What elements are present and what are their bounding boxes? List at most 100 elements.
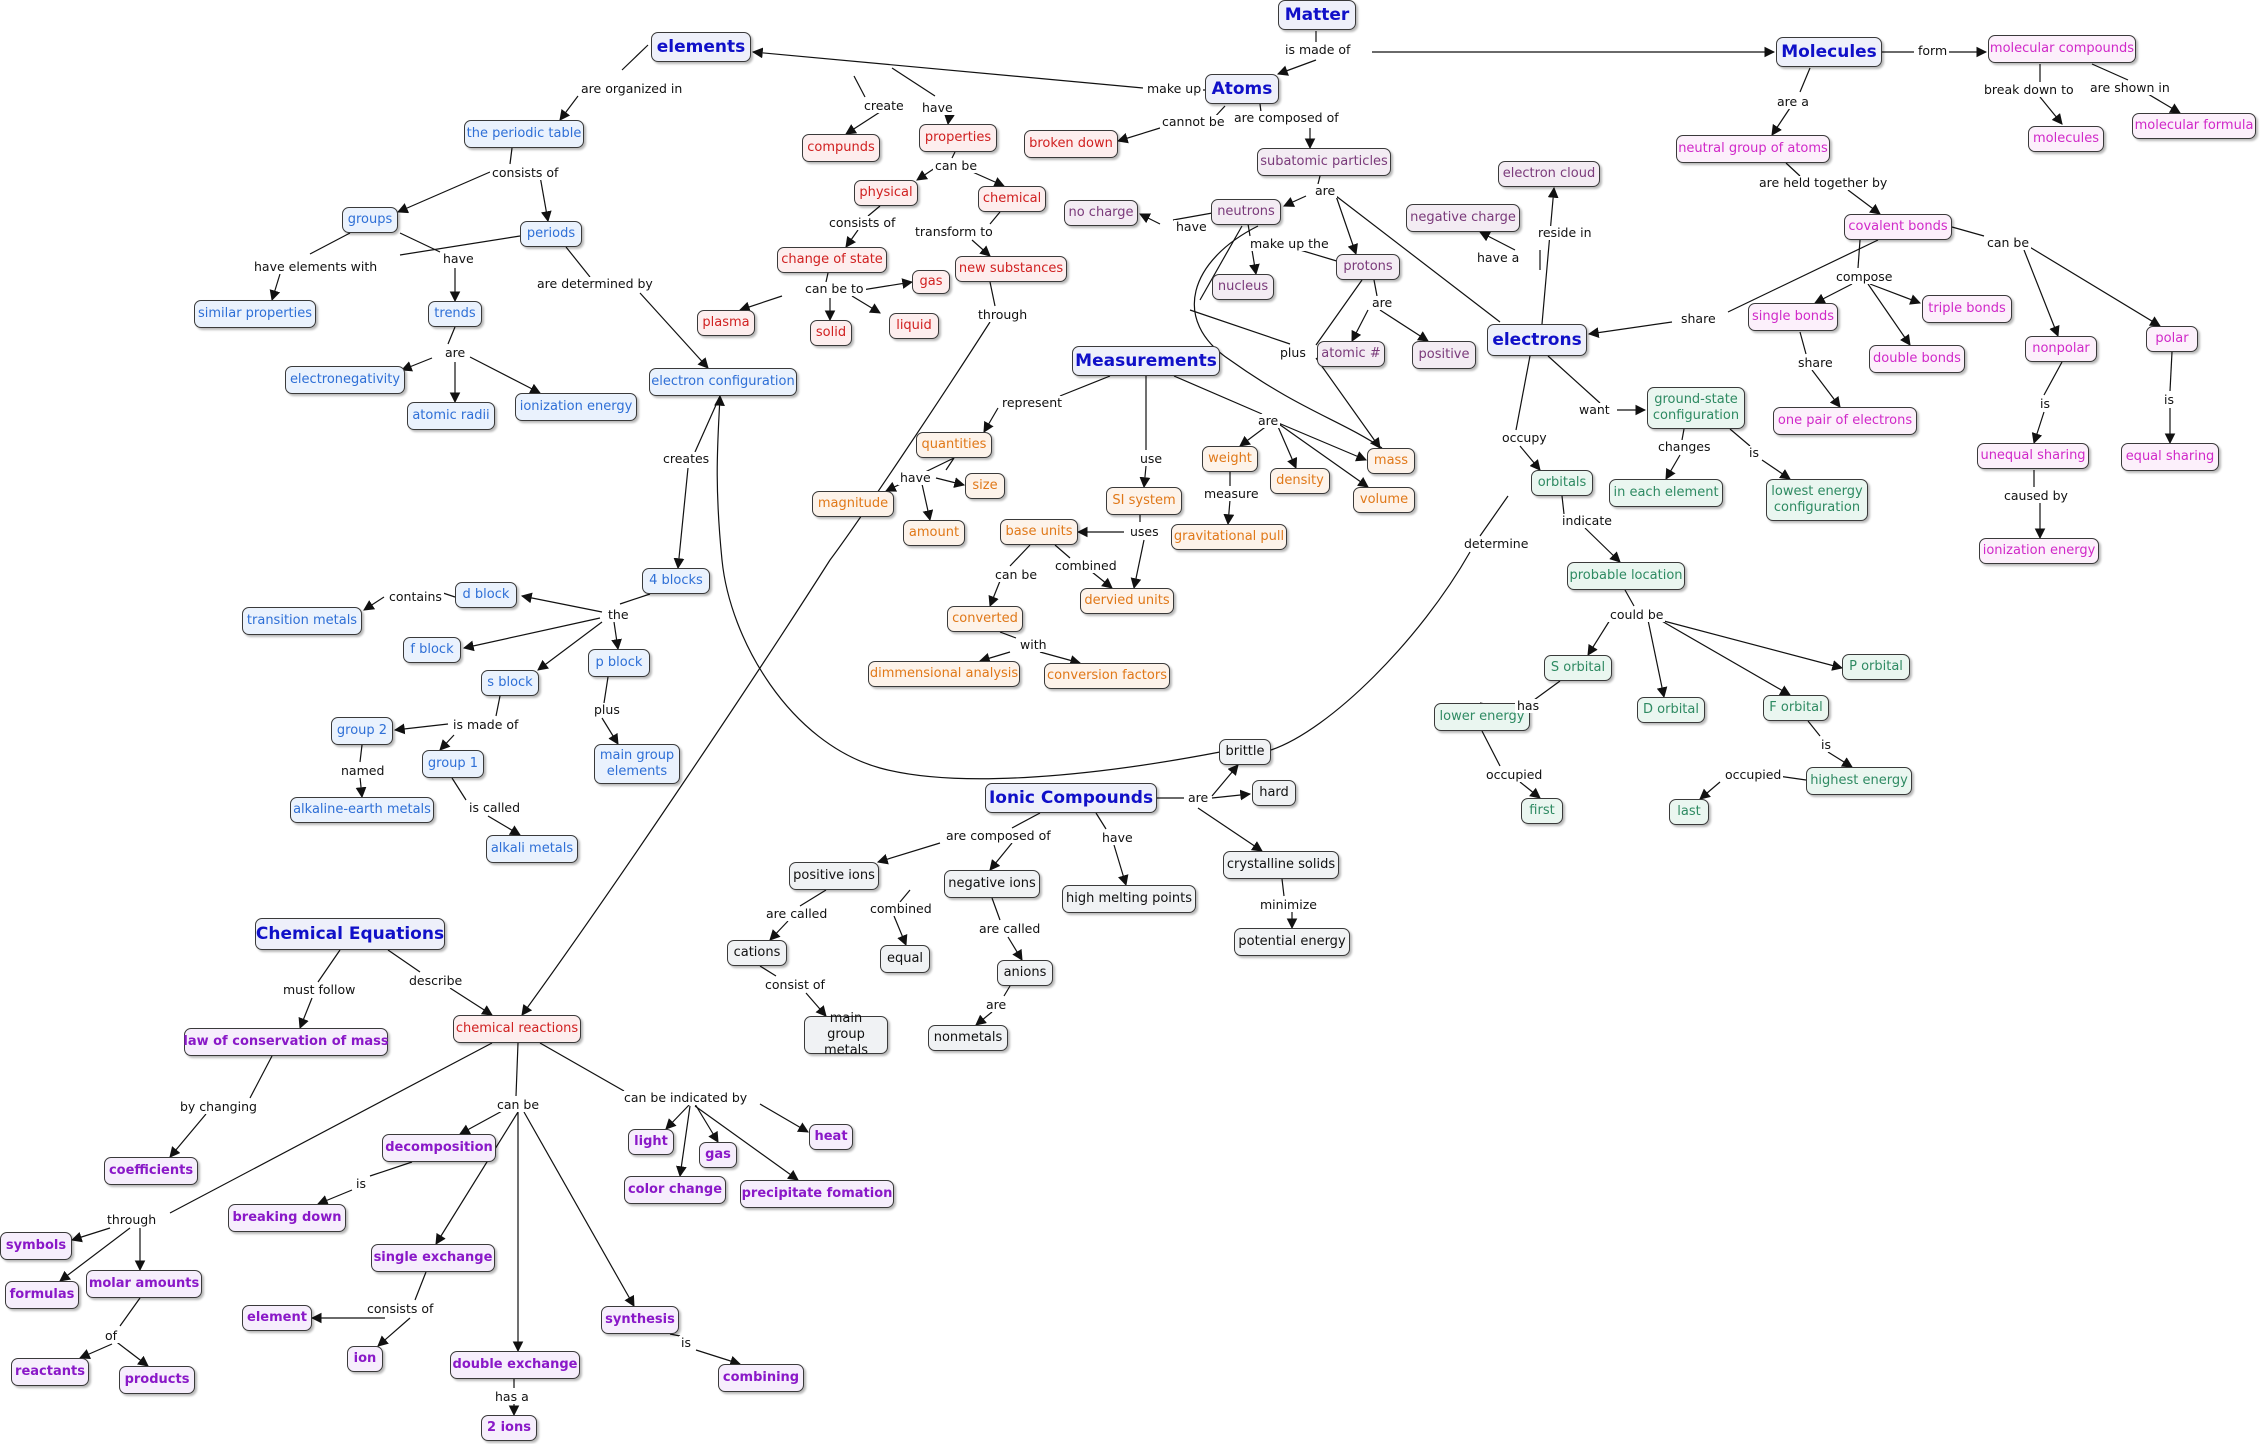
node-groups[interactable]: groups <box>342 207 398 233</box>
node-anions[interactable]: anions <box>997 960 1053 986</box>
node-base-units[interactable]: base units <box>1000 519 1078 545</box>
node-measurements[interactable]: Measurements <box>1072 346 1220 376</box>
node-neutrons[interactable]: neutrons <box>1211 199 1281 225</box>
node-one-pair[interactable]: one pair of electrons <box>1773 407 1917 435</box>
node-new-substances[interactable]: new substances <box>955 256 1067 282</box>
node-amount[interactable]: amount <box>903 520 965 546</box>
node-crystalline-solids[interactable]: crystalline solids <box>1223 851 1339 879</box>
node-combining[interactable]: combining <box>718 1364 804 1392</box>
node-in-each-element[interactable]: in each element <box>1609 479 1723 507</box>
node-main-group-elements[interactable]: main group elements <box>594 744 680 784</box>
node-plasma[interactable]: plasma <box>697 310 755 336</box>
node-equal-sharing[interactable]: equal sharing <box>2121 443 2219 471</box>
node-nonpolar[interactable]: nonpolar <box>2025 336 2097 362</box>
node-molecular-compounds[interactable]: molecular compounds <box>1988 35 2136 63</box>
node-size[interactable]: size <box>965 473 1005 499</box>
node-subatomic-particles[interactable]: subatomic particles <box>1257 148 1391 176</box>
node-p-orbital[interactable]: P orbital <box>1842 654 1910 680</box>
node-electron-cloud[interactable]: electron cloud <box>1498 161 1600 187</box>
node-si-system[interactable]: SI system <box>1106 487 1182 515</box>
node-light[interactable]: light <box>628 1129 674 1155</box>
node-molecules-small[interactable]: molecules <box>2028 126 2104 152</box>
node-element[interactable]: element <box>242 1305 312 1331</box>
node-chemical-reactions[interactable]: chemical reactions <box>453 1015 581 1043</box>
node-magnitude[interactable]: magnitude <box>812 491 894 517</box>
node-ground-state-configuration[interactable]: ground-state configuration <box>1647 387 1745 429</box>
node-f-block[interactable]: f block <box>403 637 461 663</box>
node-cations[interactable]: cations <box>727 940 787 966</box>
node-positive[interactable]: positive <box>1412 341 1476 369</box>
node-breaking-down[interactable]: breaking down <box>228 1204 346 1232</box>
node-derived-units[interactable]: dervied units <box>1080 588 1174 614</box>
node-converted[interactable]: converted <box>947 606 1023 632</box>
node-synthesis[interactable]: synthesis <box>601 1306 679 1334</box>
node-single-bonds[interactable]: single bonds <box>1748 303 1838 331</box>
node-d-orbital[interactable]: D orbital <box>1637 697 1705 723</box>
node-probable-location[interactable]: probable location <box>1567 562 1685 590</box>
node-electronegativity[interactable]: electronegativity <box>285 366 405 394</box>
node-s-block[interactable]: s block <box>481 670 539 696</box>
node-negative-ions[interactable]: negative ions <box>944 870 1040 898</box>
node-neutral-group[interactable]: neutral group of atoms <box>1676 135 1830 163</box>
node-elements[interactable]: elements <box>651 32 751 62</box>
node-law-of-conservation[interactable]: law of conservation of mass <box>183 1028 389 1056</box>
node-broken-down[interactable]: broken down <box>1024 130 1118 158</box>
node-reactants[interactable]: reactants <box>11 1358 89 1386</box>
node-properties[interactable]: properties <box>919 124 997 152</box>
node-positive-ions[interactable]: positive ions <box>789 862 879 890</box>
node-atomic-number[interactable]: atomic # <box>1317 341 1385 367</box>
node-products[interactable]: products <box>119 1366 195 1394</box>
node-decomposition[interactable]: decomposition <box>382 1134 496 1162</box>
node-potential-energy[interactable]: potential energy <box>1234 928 1350 956</box>
node-single-exchange[interactable]: single exchange <box>371 1244 495 1272</box>
node-density[interactable]: density <box>1270 468 1330 494</box>
node-equal[interactable]: equal <box>880 945 930 973</box>
node-high-melting-points[interactable]: high melting points <box>1062 885 1196 913</box>
node-atomic-radii[interactable]: atomic radii <box>407 402 495 430</box>
node-highest-energy[interactable]: highest energy <box>1806 767 1912 795</box>
node-electron-configuration[interactable]: electron configuration <box>649 368 797 396</box>
node-change-of-state[interactable]: change of state <box>777 247 887 273</box>
node-ionic-compounds[interactable]: Ionic Compounds <box>985 783 1157 813</box>
node-ionization-energy-mol[interactable]: ionization energy <box>1979 538 2099 564</box>
node-hard[interactable]: hard <box>1252 780 1296 806</box>
node-ion[interactable]: ion <box>347 1346 383 1372</box>
node-compounds[interactable]: compunds <box>802 134 880 162</box>
node-matter[interactable]: Matter <box>1278 0 1356 30</box>
node-s-orbital[interactable]: S orbital <box>1544 655 1612 681</box>
node-quantities[interactable]: quantities <box>916 432 992 458</box>
node-precipitate-formation[interactable]: precipitate fomation <box>740 1180 894 1208</box>
node-electrons[interactable]: electrons <box>1487 324 1587 356</box>
node-negative-charge[interactable]: negative charge <box>1406 204 1520 232</box>
node-periodic-table[interactable]: the periodic table <box>464 120 584 148</box>
node-nucleus[interactable]: nucleus <box>1212 274 1274 300</box>
node-mass[interactable]: mass <box>1367 448 1415 474</box>
node-gas-state[interactable]: gas <box>912 270 950 294</box>
node-molecular-formula[interactable]: molecular formula <box>2132 113 2256 139</box>
node-coefficients[interactable]: coefficients <box>104 1157 198 1185</box>
node-transition-metals[interactable]: transition metals <box>242 607 362 635</box>
node-weight[interactable]: weight <box>1202 446 1258 472</box>
node-color-change[interactable]: color change <box>624 1176 726 1204</box>
node-alkaline-earth-metals[interactable]: alkaline-earth metals <box>290 797 434 823</box>
node-triple-bonds[interactable]: triple bonds <box>1922 295 2012 323</box>
node-gas-rxn[interactable]: gas <box>699 1142 737 1168</box>
node-main-group-metals[interactable]: main group metals <box>804 1011 888 1058</box>
node-group-1[interactable]: group 1 <box>422 750 484 778</box>
node-molecules[interactable]: Molecules <box>1776 37 1882 67</box>
node-solid[interactable]: solid <box>810 320 852 346</box>
node-brittle[interactable]: brittle <box>1219 739 1271 765</box>
node-symbols[interactable]: symbols <box>0 1232 72 1260</box>
node-formulas[interactable]: formulas <box>5 1281 79 1309</box>
node-similar-properties[interactable]: similar properties <box>194 300 316 328</box>
node-atoms[interactable]: Atoms <box>1205 74 1279 104</box>
node-no-charge[interactable]: no charge <box>1064 200 1138 226</box>
node-f-orbital[interactable]: F orbital <box>1763 695 1829 721</box>
node-d-block[interactable]: d block <box>455 582 517 608</box>
node-molar-amounts[interactable]: molar amounts <box>86 1270 202 1298</box>
node-lower-energy[interactable]: lower energy <box>1434 703 1530 731</box>
node-double-exchange[interactable]: double exchange <box>450 1351 580 1379</box>
node-2-ions[interactable]: 2 ions <box>481 1415 537 1441</box>
node-dimensional-analysis[interactable]: dimmensional analysis <box>868 661 1020 687</box>
node-chemical-equations[interactable]: Chemical Equations <box>255 918 445 950</box>
